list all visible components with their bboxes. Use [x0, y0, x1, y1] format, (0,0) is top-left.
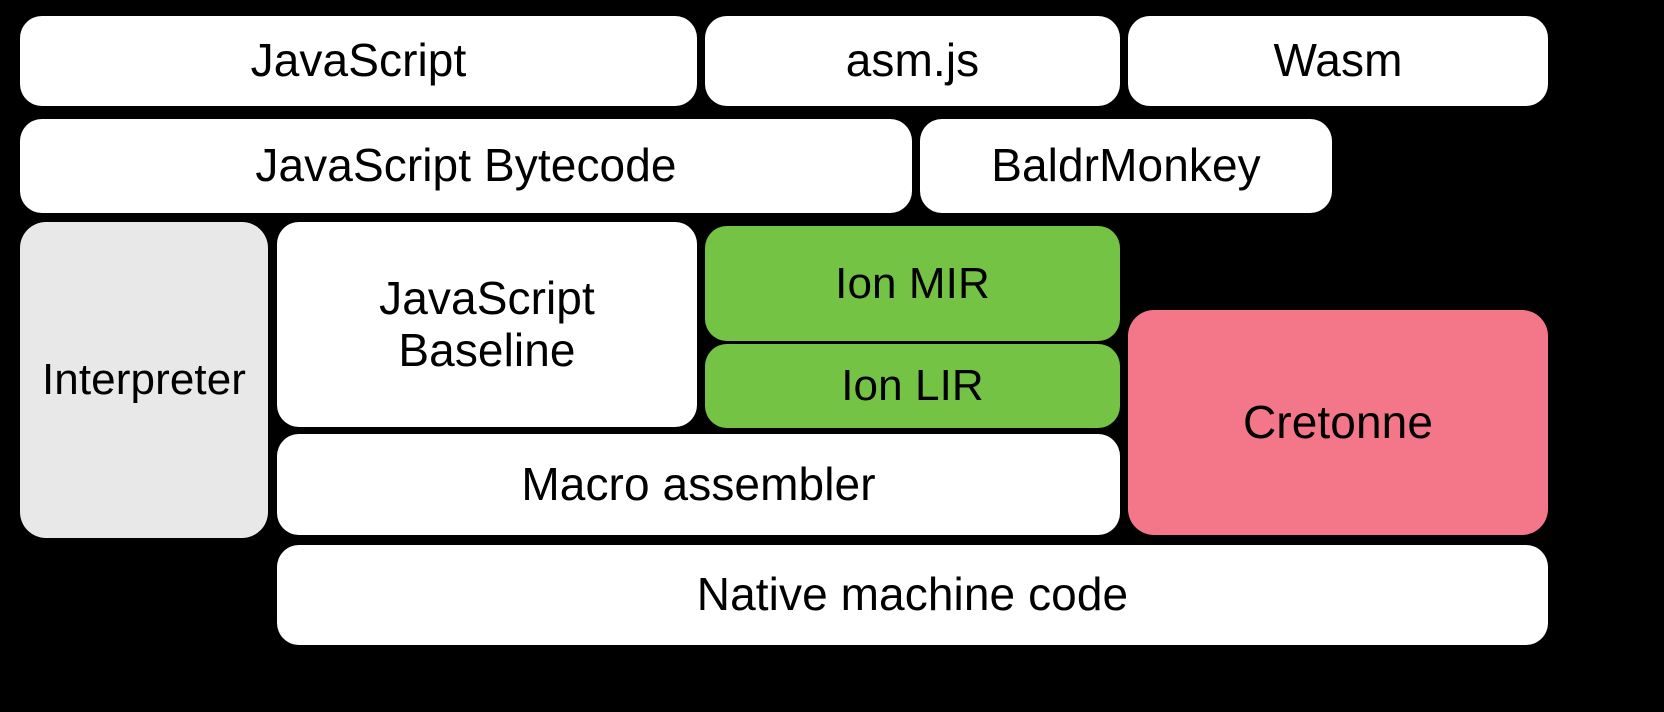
node-wasm: Wasm: [1128, 16, 1548, 106]
node-interpreter: Interpreter: [20, 222, 268, 538]
node-asm-js: asm.js: [705, 16, 1120, 106]
node-javascript-baseline: JavaScript Baseline: [277, 222, 697, 427]
node-javascript-bytecode: JavaScript Bytecode: [20, 119, 912, 213]
node-macro-assembler: Macro assembler: [277, 434, 1120, 535]
node-javascript: JavaScript: [20, 16, 697, 106]
node-ion-lir: Ion LIR: [705, 344, 1120, 428]
node-baldrmonkey: BaldrMonkey: [920, 119, 1332, 213]
node-ion-mir: Ion MIR: [705, 226, 1120, 341]
node-native-machine-code: Native machine code: [277, 545, 1548, 645]
node-cretonne: Cretonne: [1128, 310, 1548, 535]
